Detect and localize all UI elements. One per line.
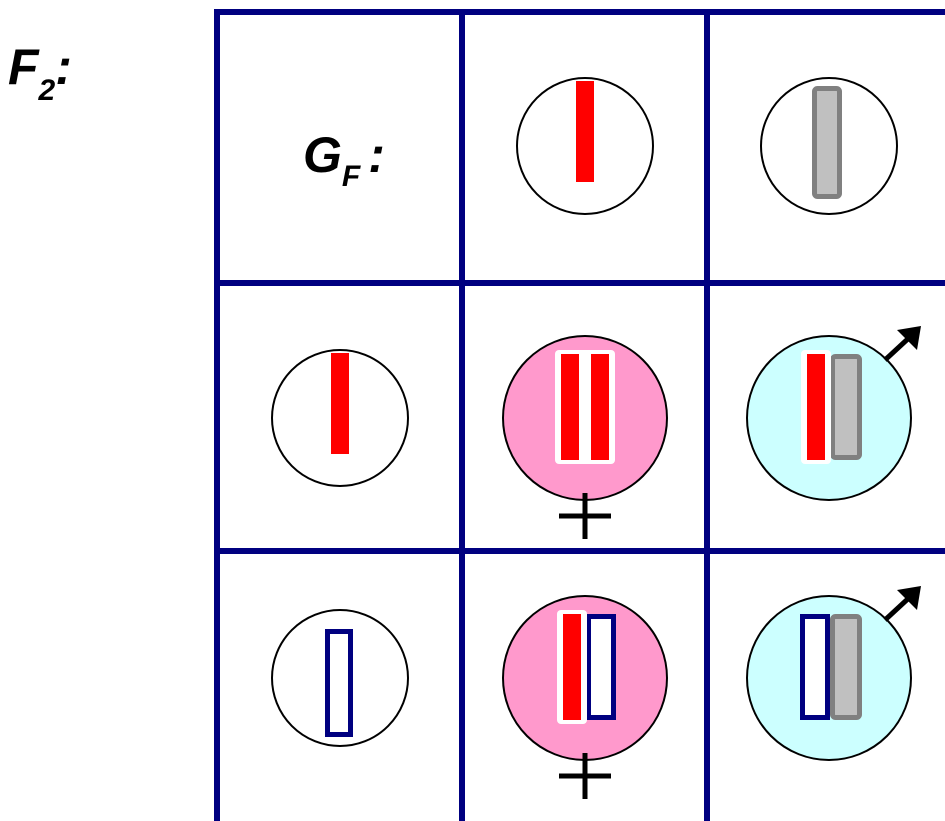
y-chromosome bbox=[812, 86, 842, 199]
gamete-column-2 bbox=[760, 77, 898, 215]
red-x-chromosome bbox=[563, 614, 581, 720]
outline-x-chromosome bbox=[800, 614, 830, 720]
female-symbol-icon bbox=[559, 493, 611, 539]
offspring-cell-r1c2 bbox=[746, 326, 921, 501]
outline-x-chromosome bbox=[325, 629, 353, 737]
offspring-cell-r1c1 bbox=[502, 335, 668, 539]
gamete-row-2 bbox=[271, 609, 409, 747]
male-symbol-icon bbox=[883, 586, 921, 622]
generation-label: F2: bbox=[8, 39, 72, 106]
red-x-chromosome bbox=[807, 354, 825, 460]
gamete-column-1 bbox=[516, 77, 654, 215]
red-x-chromosome bbox=[331, 353, 349, 454]
generation-label-main: F bbox=[8, 39, 39, 95]
male-symbol-icon bbox=[883, 326, 921, 362]
red-x-chromosome bbox=[591, 354, 609, 460]
male-symbol-arrowhead bbox=[897, 326, 921, 350]
female-symbol-icon bbox=[559, 753, 611, 799]
generation-label-colon: : bbox=[55, 39, 72, 95]
male-symbol-shaft bbox=[883, 334, 913, 362]
red-x-chromosome bbox=[561, 354, 579, 460]
male-symbol-arrowhead bbox=[897, 586, 921, 610]
gamete-row-1 bbox=[271, 349, 409, 487]
cells bbox=[271, 77, 921, 799]
gamete-header-label: GF: bbox=[303, 127, 385, 193]
male-symbol-shaft bbox=[883, 594, 913, 622]
grid-lines bbox=[214, 9, 945, 821]
y-chromosome bbox=[830, 354, 862, 460]
generation-label-subscript: 2 bbox=[38, 74, 56, 107]
offspring-cell-r2c2 bbox=[746, 586, 921, 761]
y-chromosome bbox=[830, 614, 862, 720]
offspring-cell-r2c1 bbox=[502, 595, 668, 799]
outline-x-chromosome bbox=[586, 614, 616, 720]
red-x-chromosome bbox=[576, 81, 594, 182]
